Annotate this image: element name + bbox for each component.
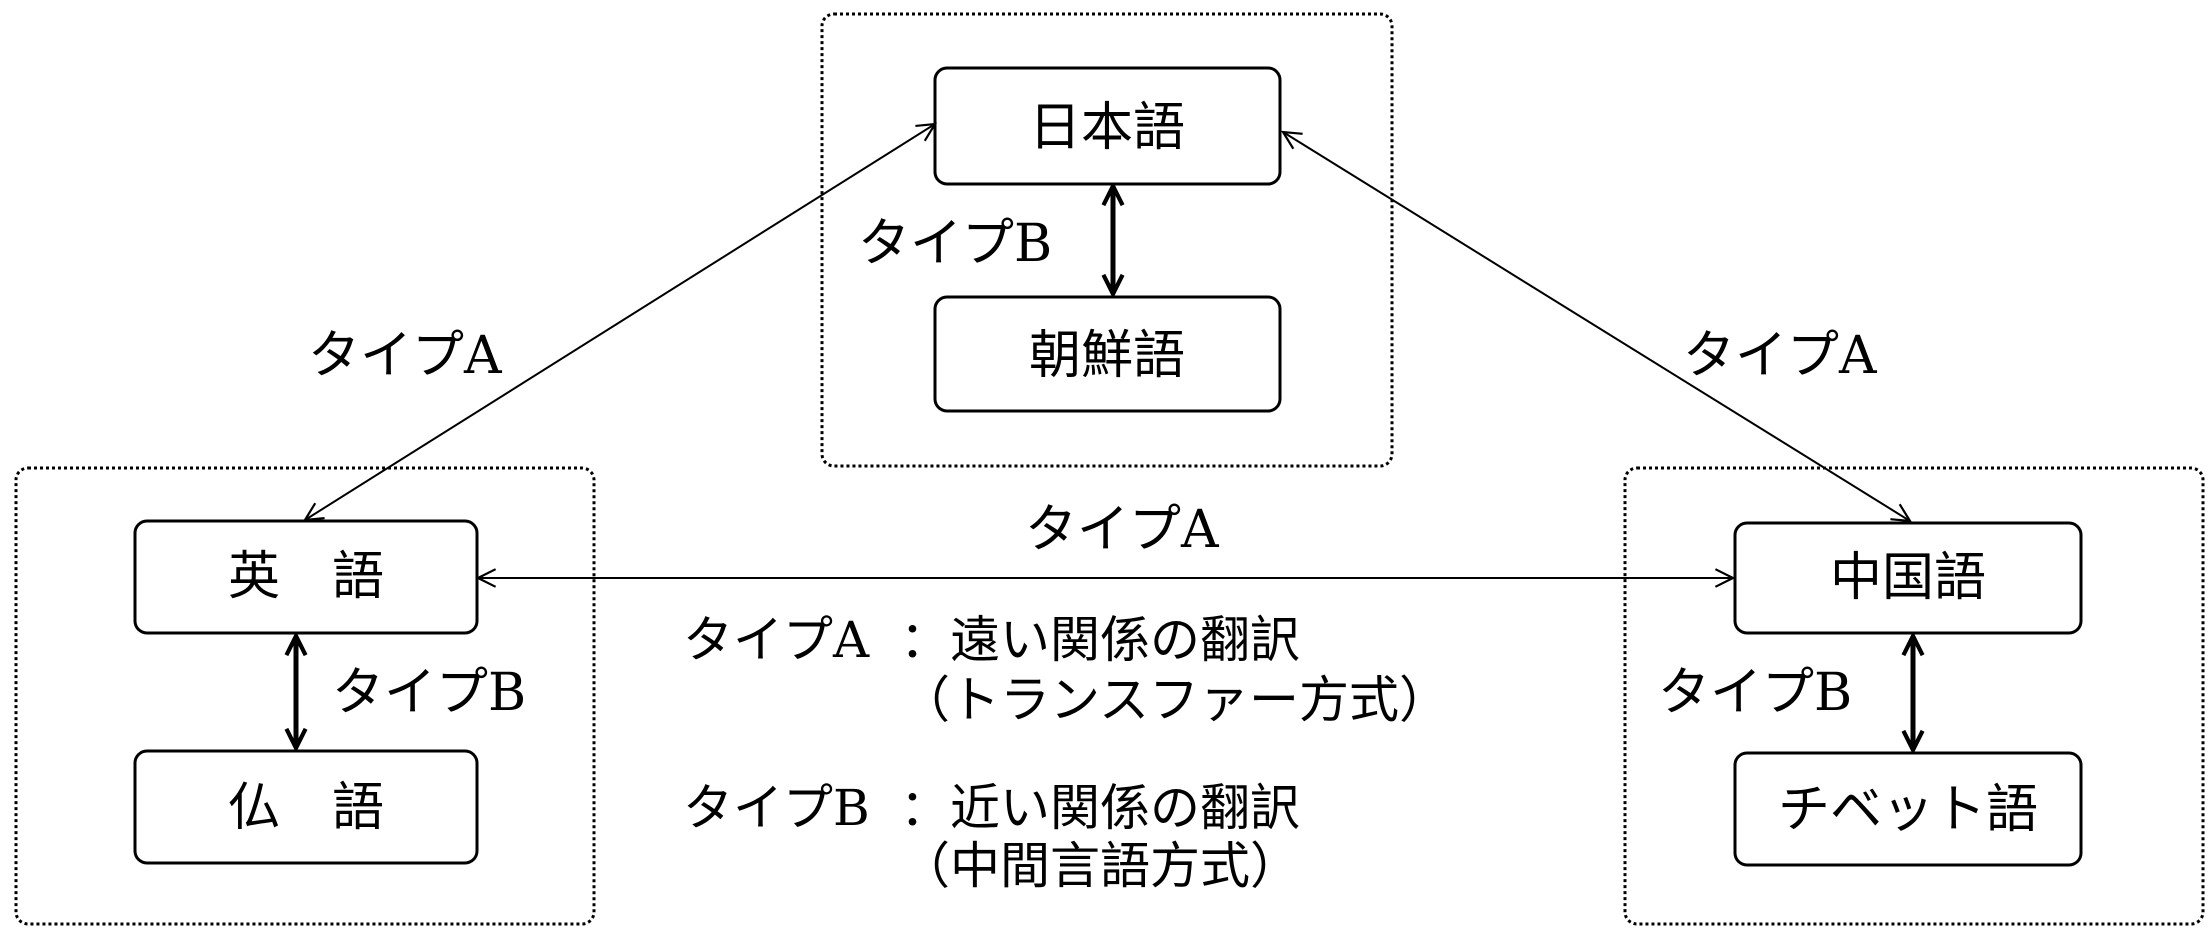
legend-type-a-method: （トランスファー方式） [900,671,1449,729]
box-tibetan [1733,751,2083,867]
label-chinese: 中国語 [1830,548,1986,608]
label-english: 英 語 [228,547,384,607]
box-french [133,749,479,865]
label-type-b-europe: タイプB [332,663,526,723]
label-korean: 朝鮮語 [1029,326,1185,386]
arrow-english-japanese [305,124,935,520]
legend-type-a-desc: ：遠い関係の翻訳 [900,611,1300,669]
label-tibetan: チベット語 [1778,780,2038,840]
legend-type-b-method: （中間言語方式） [900,837,1300,895]
legend-type-b-desc: ：近い関係の翻訳 [900,779,1300,837]
label-type-a-japanese-english: タイプA [308,326,503,386]
label-type-b-china-tibet: タイプB [1658,663,1852,723]
group-frame-china-tibet [1623,466,2205,926]
label-french: 仏 語 [228,778,384,838]
label-type-a-english-chinese: タイプA [1025,500,1220,560]
legend-type-b-term: タイプB [683,779,870,837]
label-japanese: 日本語 [1029,98,1185,158]
label-type-b-japan-korea: タイプB [858,214,1052,274]
arrow-japanese-chinese [1283,132,1910,521]
legend-type-a-term: タイプA [683,611,870,669]
label-type-a-japanese-chinese: タイプA [1683,326,1878,386]
